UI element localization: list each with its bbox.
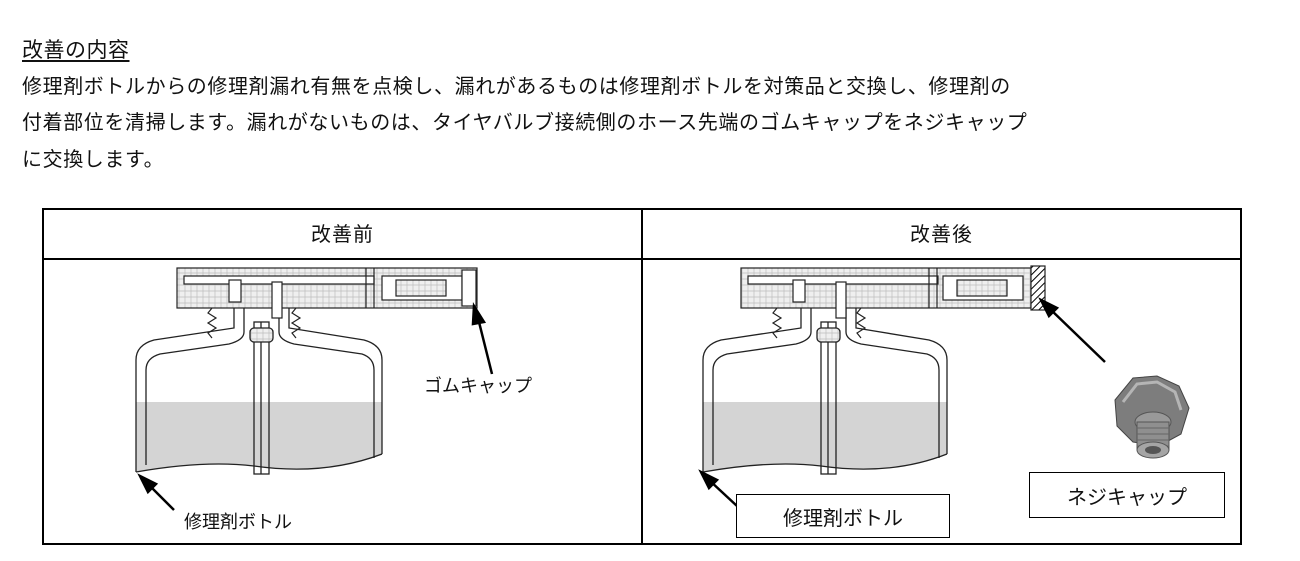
after-arrow-cap (1038, 297, 1106, 363)
before-bottle-liquid (136, 402, 382, 472)
before-arrow-cap (471, 301, 494, 375)
comparison-table: 改善前 改善後 (42, 208, 1242, 545)
after-header: 改善後 (910, 222, 973, 246)
description-line-3: に交換します。 (22, 147, 165, 171)
description-line-2: 付着部位を清掃します。漏れがないものは、タイヤバルブ接続側のホース先端のゴムキャ… (22, 110, 1028, 134)
screw-cap-label: ネジキャップ (1029, 472, 1225, 518)
before-valve-assembly (176, 267, 478, 339)
before-diagram (135, 267, 494, 511)
rubber-cap-label: ゴムキャップ (424, 376, 532, 397)
column-divider (641, 210, 643, 543)
after-diagram (698, 265, 1190, 507)
bottle-label-after: 修理剤ボトル (736, 494, 950, 538)
description-line-1: 修理剤ボトルからの修理剤漏れ有無を点検し、漏れがあるものは修理剤ボトルを対策品と… (22, 74, 1011, 98)
screw-cap-photo (1114, 375, 1190, 459)
before-arrow-bottle (137, 473, 175, 511)
after-arrow-bottle (698, 469, 738, 507)
section-heading: 改善の内容 (22, 38, 130, 62)
after-valve-assembly (740, 265, 1046, 339)
after-bottle-liquid (703, 402, 947, 472)
before-header: 改善前 (311, 222, 374, 246)
before-bottle (135, 291, 383, 475)
after-bottle (702, 291, 948, 475)
bottle-label-before: 修理剤ボトル (184, 512, 292, 533)
